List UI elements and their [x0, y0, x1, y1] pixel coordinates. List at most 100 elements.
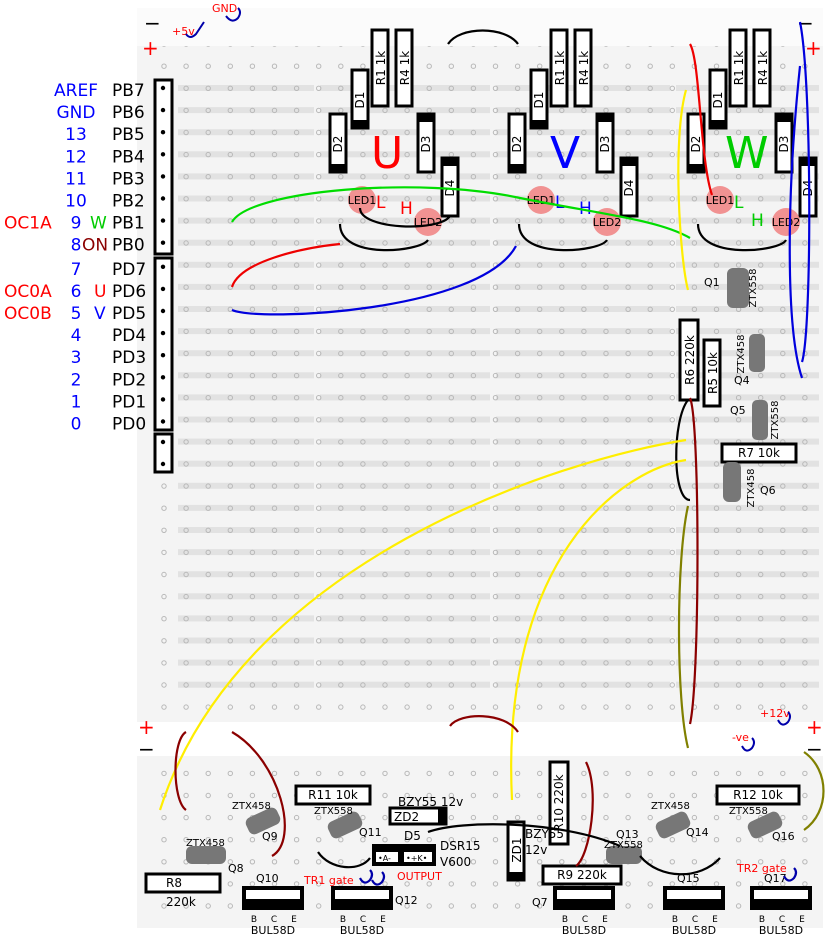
bul58d-designator: Q12: [395, 894, 418, 907]
hole: [448, 704, 454, 710]
hole: [802, 439, 808, 445]
pin-port-label: PD7: [112, 260, 146, 280]
hole: [316, 660, 322, 666]
hole: [249, 527, 256, 533]
hole: [338, 593, 344, 600]
hole: [316, 174, 322, 180]
pin-alt-function-label: OC1A: [4, 214, 52, 234]
hole: [514, 549, 521, 556]
hole: [581, 350, 587, 357]
hole: [559, 660, 565, 666]
hole: [426, 284, 432, 290]
hole: [802, 240, 808, 246]
hole: [316, 682, 322, 688]
hole: [316, 284, 322, 290]
hole: [205, 792, 211, 799]
hole: [316, 395, 322, 401]
hole: [404, 837, 410, 843]
hole: [227, 262, 234, 268]
hole: [404, 372, 410, 379]
hole: [537, 638, 543, 644]
hole: [625, 85, 631, 92]
hole: [183, 328, 189, 335]
hole: [713, 483, 720, 489]
hole: [713, 571, 720, 578]
hole: [448, 593, 454, 600]
q11-transistor: [327, 811, 363, 839]
hole: [271, 218, 278, 224]
hole: [448, 903, 454, 909]
hole: [581, 660, 587, 666]
d5-label: D5: [404, 829, 421, 843]
q16-transistor: [747, 811, 783, 839]
q7-label: Q7: [532, 896, 548, 909]
hole: [537, 417, 543, 423]
header-pin: [160, 461, 166, 467]
hole: [559, 306, 565, 312]
hole: [161, 527, 167, 533]
hole: [559, 616, 565, 622]
d3-band: [597, 114, 613, 122]
hole: [691, 770, 698, 777]
hole: [735, 682, 742, 688]
hole: [470, 682, 477, 688]
hole: [559, 483, 565, 489]
hole: [780, 328, 786, 335]
led-low-label: L: [734, 193, 744, 213]
hole: [316, 461, 322, 467]
hole: [669, 107, 675, 114]
r8-label: R8: [166, 876, 182, 890]
hole: [448, 881, 454, 887]
hole: [802, 682, 808, 688]
hole: [448, 240, 454, 246]
hole: [338, 240, 344, 246]
hole: [338, 328, 344, 335]
hole: [780, 593, 786, 600]
hole: [647, 284, 653, 290]
hole: [404, 284, 410, 290]
hole: [316, 770, 322, 777]
hole: [492, 328, 499, 335]
hole: [360, 770, 366, 777]
hole: [161, 593, 167, 600]
hole: [691, 85, 698, 92]
copper-strip: [178, 460, 314, 467]
q1-transistor: [727, 268, 749, 308]
hole: [448, 417, 454, 423]
zd1-type-a: BZY55: [525, 827, 564, 841]
hole: [802, 660, 808, 666]
hole: [647, 682, 653, 688]
hole: [802, 372, 808, 379]
hole: [470, 616, 477, 622]
copper-strip: [178, 482, 314, 489]
hole: [735, 837, 742, 843]
hole: [669, 372, 675, 379]
hole: [382, 196, 388, 202]
copper-strip: [676, 527, 819, 533]
hole: [382, 439, 388, 445]
hole: [713, 417, 720, 423]
pin-function-label: 4: [71, 326, 82, 346]
d3-label: D3: [777, 136, 791, 153]
hole: [669, 571, 675, 578]
hole: [404, 196, 410, 202]
hole: [802, 527, 808, 533]
hole: [514, 240, 521, 246]
hole: [183, 549, 189, 556]
hole: [426, 505, 432, 511]
hole: [426, 704, 432, 710]
copper-strip: [178, 527, 314, 533]
hole: [713, 439, 720, 445]
hole: [647, 859, 653, 865]
header-pin: [160, 353, 166, 358]
hole: [713, 704, 720, 710]
hole: [249, 505, 256, 511]
hole: [448, 350, 454, 357]
hole: [470, 439, 477, 445]
copper-strip: [496, 261, 670, 268]
hole: [161, 549, 167, 556]
hole: [647, 770, 653, 777]
hole: [426, 196, 432, 202]
hole: [426, 306, 432, 312]
hole: [316, 505, 322, 511]
